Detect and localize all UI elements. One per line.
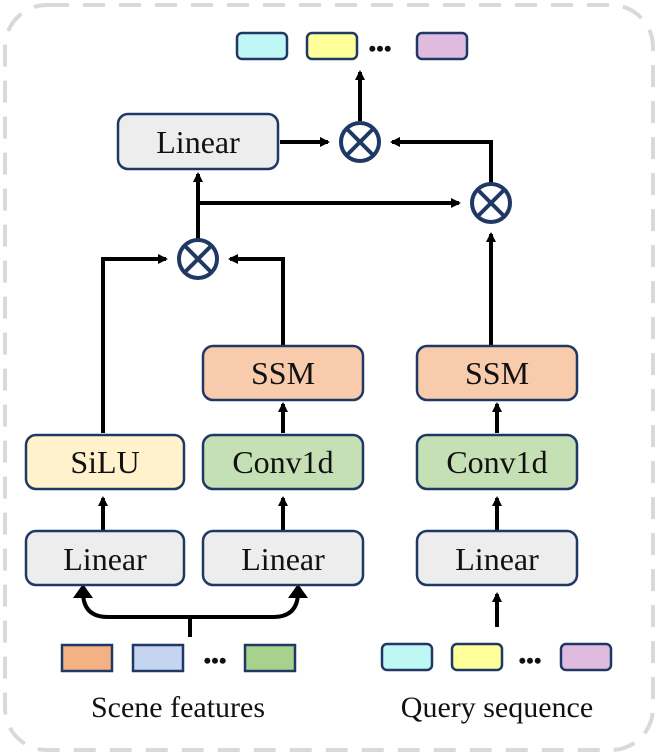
query-ellipsis: •••: [518, 648, 541, 673]
scene-token: [243, 643, 297, 673]
block-scene-ssm: SSM: [201, 344, 365, 402]
block-query-ssm: SSM: [415, 344, 579, 402]
block-label: Conv1d: [446, 444, 547, 480]
block-out-linear: Linear: [116, 112, 280, 171]
fork-arrowhead-right: [288, 584, 308, 598]
block-label: Linear: [241, 541, 325, 577]
block-silu: SiLU: [24, 433, 186, 491]
query-tokens: •••: [380, 642, 613, 673]
output-tokens: •••: [235, 31, 469, 61]
query-token: [559, 642, 613, 672]
caption-scene-features: Scene features: [91, 691, 265, 724]
block-label: SiLU: [70, 444, 139, 480]
arrow-ssm-to-mult: [228, 254, 285, 345]
caption-query-sequence: Query sequence: [401, 691, 593, 724]
arrow-silu-to-mult: [101, 254, 168, 433]
block-label: Conv1d: [232, 444, 333, 480]
output-token: [235, 31, 289, 61]
block-label: SSM: [251, 355, 315, 391]
dashed-frame: [3, 3, 655, 752]
output-ellipsis: •••: [368, 36, 391, 61]
block-query-linear: Linear: [415, 529, 579, 587]
scene-fork-curve: [78, 584, 300, 619]
fork-arrowhead-left: [73, 584, 93, 598]
arrow-right-mult-to-top-mult: [390, 137, 493, 184]
scene-ellipsis: •••: [203, 648, 226, 673]
output-token: [415, 31, 469, 61]
scene-tokens: •••: [60, 643, 297, 673]
connectors: [78, 70, 502, 637]
block-label: Linear: [63, 541, 147, 577]
block-query-conv1d: Conv1d: [415, 433, 579, 491]
scene-token: [131, 643, 185, 673]
multiply-left: [177, 238, 219, 280]
block-scene-linear-right: Linear: [201, 529, 365, 587]
block-label: Linear: [156, 124, 240, 160]
block-label: Linear: [455, 541, 539, 577]
query-token: [380, 642, 434, 672]
block-label: SSM: [465, 355, 529, 391]
query-token: [450, 642, 504, 672]
block-scene-conv1d: Conv1d: [201, 433, 365, 491]
output-token: [305, 31, 359, 61]
block-scene-linear-left: Linear: [24, 529, 186, 587]
multiply-right: [470, 182, 512, 224]
multiply-top: [339, 121, 381, 163]
scene-token: [60, 643, 114, 673]
